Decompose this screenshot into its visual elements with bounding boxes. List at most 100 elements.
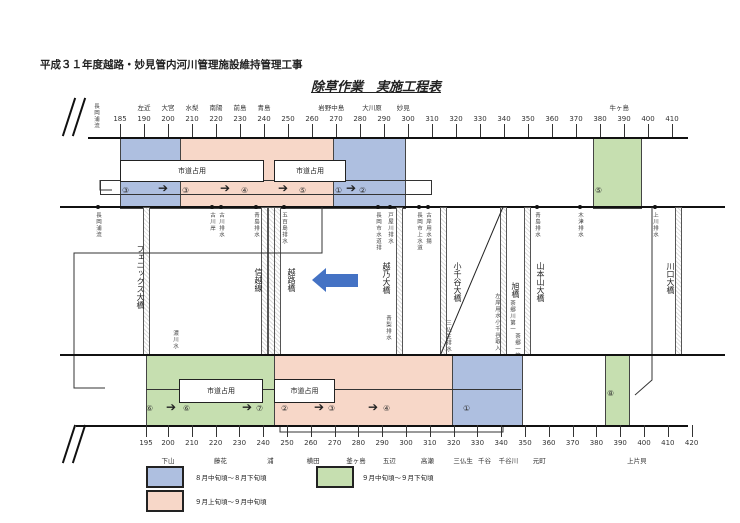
axis-tick-label: 330 [473,115,487,123]
legend-label: ９月上旬頃～９月中旬頃 [195,498,267,506]
axis-tick-label: 280 [351,439,366,447]
axis-tick-label: 360 [542,439,556,447]
axis-tick [310,425,312,437]
axis-tick [288,124,289,137]
arrow-right-icon: ➔ [242,400,253,414]
axis-tick-label: 370 [569,115,583,123]
axis-tick-label: 230 [232,439,247,447]
outfall-marker [653,205,657,209]
place-name: 元町 [532,457,546,465]
axis-tick [120,124,121,137]
axis-tick [672,124,673,137]
axis-tick [525,425,526,437]
axis-tick-label: 190 [137,115,151,123]
place-name: 左近 [137,104,151,112]
outfall-label: 濃川水 [172,330,178,350]
axis-tick-label: 260 [304,439,318,447]
axis-tick [215,425,217,437]
outfall-label: 古岸用水揚 [425,212,431,245]
axis-tick [624,124,625,137]
legend-swatch [146,490,184,512]
bridge-label: フェニックス大橋 [136,245,145,309]
road-occupancy-box: 市道占用 [274,160,346,182]
axis-tick [384,124,385,137]
section-number: ② [281,404,289,413]
outfall-marker [219,205,223,209]
axis-tick-label: 210 [185,115,199,123]
axis-tick [336,124,337,137]
place-name: 青島 [257,104,271,112]
section-number: ④ [241,186,249,195]
axis-tick [480,124,481,137]
outfall-marker [388,205,392,209]
outfall-marker [210,205,214,209]
place-name: 千谷 [478,457,492,465]
outfall-marker [254,205,258,209]
axis-tick-label: 400 [641,115,655,123]
section-number: ② [359,186,367,195]
axis-tick [504,124,505,137]
section-number: ④ [383,404,391,413]
axis-tick [477,425,479,437]
arrow-right-icon: ➔ [346,181,357,195]
outfall-label: 左岸用水小千谷取入 [494,293,500,352]
axis-tick-label: 200 [161,115,175,123]
road-occupancy-box: 市道占用 [120,160,264,182]
axis-tick-label: 260 [305,115,319,123]
section-number: ③ [328,404,336,413]
axis-tick [168,124,169,137]
place-name: 浦 [267,457,274,465]
place-name: 大宮 [161,104,175,112]
axis-tick-label: 350 [518,439,532,447]
direction-arrow-icon [312,268,326,292]
block-blue [452,355,523,427]
outfall-label: 長岡市上水道 [416,212,422,251]
legend-label: ９月中旬頃～９月下旬頃 [362,474,434,482]
axis-tick-label: 300 [399,439,413,447]
place-name: 岩野中島 [318,104,345,112]
axis-tick [572,425,574,437]
place-name: 五辺 [382,457,396,465]
bridge-label: 越乃大橋 [382,262,391,294]
outfall-label: 茶郷一第二 [514,333,520,366]
axis-tick [358,425,360,437]
axis-tick-label: 360 [545,115,559,123]
axis-tick-label: 230 [233,115,247,123]
axis-tick-label: 320 [446,439,461,447]
axis-tick-label: 240 [256,439,270,447]
place-name: 南陽 [209,104,223,112]
axis-tick-label: 270 [327,439,342,447]
axis-tick [453,425,455,437]
outfall-marker [535,205,539,209]
axis-tick [528,124,529,137]
bridge-label: 信越線 [254,268,263,292]
axis-tick-label: 390 [617,115,631,123]
outfall-label: 長岡市水道排 [375,212,381,251]
bridge-label: 旭橋 [511,282,520,298]
axis-tick-label: 210 [185,439,199,447]
axis-tick-label: 380 [593,115,607,123]
place-name: 前島 [233,104,247,112]
axis-tick-label: 250 [281,115,295,123]
axis-tick [667,425,669,437]
axis-tick [408,124,409,137]
top-axis-line [88,137,688,139]
section-number: ① [335,186,343,195]
axis-tick-label: 300 [401,115,415,123]
outfall-label: 木津排水 [577,212,583,238]
arrow-right-icon: ➔ [368,400,379,414]
bridge-label: 小千谷大橋 [453,262,462,302]
axis-tick [334,425,336,437]
place-name: 高瀬 [420,457,434,465]
place-name: 千谷川 [498,457,519,465]
axis-tick [146,425,147,437]
axis-tick [382,425,384,437]
place-name: 三仏生 [453,457,473,465]
axis-tick [312,124,313,137]
axis-tick [432,124,433,137]
outfall-label: 古川岸 [209,212,215,232]
place-name: 大川原 [362,104,382,112]
axis-tick-label: 410 [661,439,675,447]
section-number: ⑦ [256,404,264,413]
bottom-axis-line [76,425,688,427]
